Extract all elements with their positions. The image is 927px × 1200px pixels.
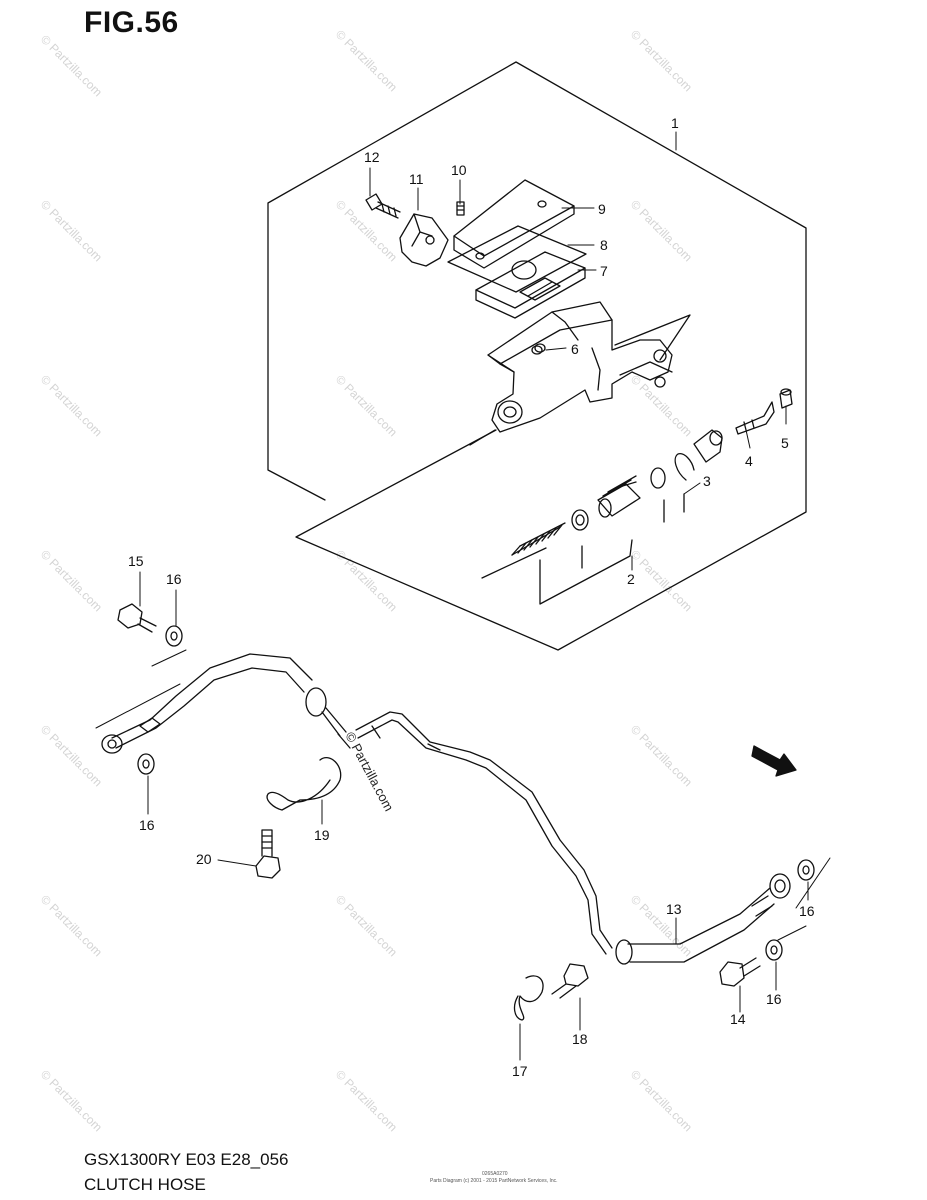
callout-8: 8 [600, 237, 608, 253]
callout-18: 18 [572, 1031, 588, 1047]
clamp-bolt [255, 829, 281, 879]
watermark-text: © Partzilla.com [38, 892, 105, 959]
assembly-name: CLUTCH HOSE [84, 1175, 206, 1194]
watermark-text: © Partzilla.com [628, 722, 695, 789]
leader-lines [95, 131, 831, 1061]
push-rod [735, 401, 775, 435]
fwd-arrow-icon [751, 745, 797, 777]
callout-9: 9 [598, 201, 606, 217]
body-nut [534, 343, 546, 353]
watermark-text: © Partzilla.com [38, 722, 105, 789]
piston-spring [511, 522, 566, 556]
internals-bracket [481, 493, 685, 605]
callout-2: 2 [627, 571, 635, 587]
watermark-text: © Partzilla.com [333, 1067, 400, 1134]
watermark-text: © Partzilla.com [333, 892, 400, 959]
diaphragm [447, 225, 587, 293]
watermark-text: © Partzilla.com [333, 27, 400, 94]
piston-cup [571, 509, 589, 531]
clutch-hose-lower [615, 873, 791, 965]
watermark-text: © Partzilla.com [628, 892, 695, 959]
cap-screw [456, 201, 465, 216]
union-bolt [117, 603, 157, 633]
watermark-text: © Partzilla.com [628, 547, 695, 614]
assembly-outline [267, 61, 807, 651]
callout-19: 19 [314, 827, 330, 843]
callout-11: 11 [409, 171, 424, 187]
clutch-pipe [355, 711, 613, 955]
callout-16: 16 [166, 571, 182, 587]
push-rod-nut [779, 388, 793, 409]
callout-17: 17 [512, 1063, 528, 1079]
watermark-text: © Partzilla.com [628, 197, 695, 264]
callout-16: 16 [766, 991, 782, 1007]
model-code: GSX1300RY E03 E28_056 [84, 1150, 289, 1169]
callout-20: 20 [196, 851, 212, 867]
washer [165, 625, 183, 647]
watermark-text: © Partzilla.com [628, 1067, 695, 1134]
union-bolt [719, 957, 761, 987]
washer [765, 939, 783, 961]
hose-clamp [513, 975, 544, 1021]
copyright-note: Parts Diagram (c) 2001 - 2015 PartNetwor… [430, 1178, 558, 1184]
reservoir-cap [453, 179, 575, 269]
callout-16: 16 [799, 903, 815, 919]
washer [137, 753, 155, 775]
circlip [674, 453, 695, 481]
piston [597, 475, 641, 518]
watermark-text: © Partzilla.com [38, 372, 105, 439]
callout-16: 16 [139, 817, 155, 833]
washer [797, 859, 815, 881]
callout-labels: 1 2 3 4 5 6 7 8 9 10 11 12 13 14 15 16 1… [128, 115, 815, 1079]
callout-4: 4 [745, 453, 753, 469]
callout-3: 3 [703, 473, 711, 489]
watermark-text-dark: © Partzilla.com [342, 729, 396, 813]
watermark-text: © Partzilla.com [333, 372, 400, 439]
callout-1: 1 [671, 115, 679, 131]
boot [693, 429, 723, 463]
watermark-layer: © Partzilla.com © Partzilla.com © Partzi… [38, 27, 695, 1134]
figure-title: FIG.56 [84, 6, 179, 39]
master-cylinder-body [469, 301, 691, 446]
diaphragm-plate [475, 251, 586, 319]
callout-13: 13 [666, 901, 682, 917]
callout-7: 7 [600, 263, 608, 279]
holder-bolt [365, 193, 401, 219]
watermark-text: © Partzilla.com [38, 197, 105, 264]
callout-12: 12 [364, 149, 380, 165]
drawing-code: 0265A0270 [482, 1171, 508, 1177]
watermark-text: © Partzilla.com [628, 27, 695, 94]
watermark-text: © Partzilla.com [38, 547, 105, 614]
lever-holder [399, 213, 449, 267]
watermark-text: © Partzilla.com [38, 1067, 105, 1134]
callout-5: 5 [781, 435, 789, 451]
clamp-bolt [551, 963, 589, 999]
watermark-text: © Partzilla.com [628, 372, 695, 439]
callout-6: 6 [571, 341, 579, 357]
hose-clamp [266, 757, 342, 811]
clutch-hose-upper [101, 653, 351, 754]
watermark-text: © Partzilla.com [38, 32, 105, 99]
o-ring [650, 467, 666, 489]
callout-10: 10 [451, 162, 467, 178]
callout-15: 15 [128, 553, 144, 569]
callout-14: 14 [730, 1011, 746, 1027]
